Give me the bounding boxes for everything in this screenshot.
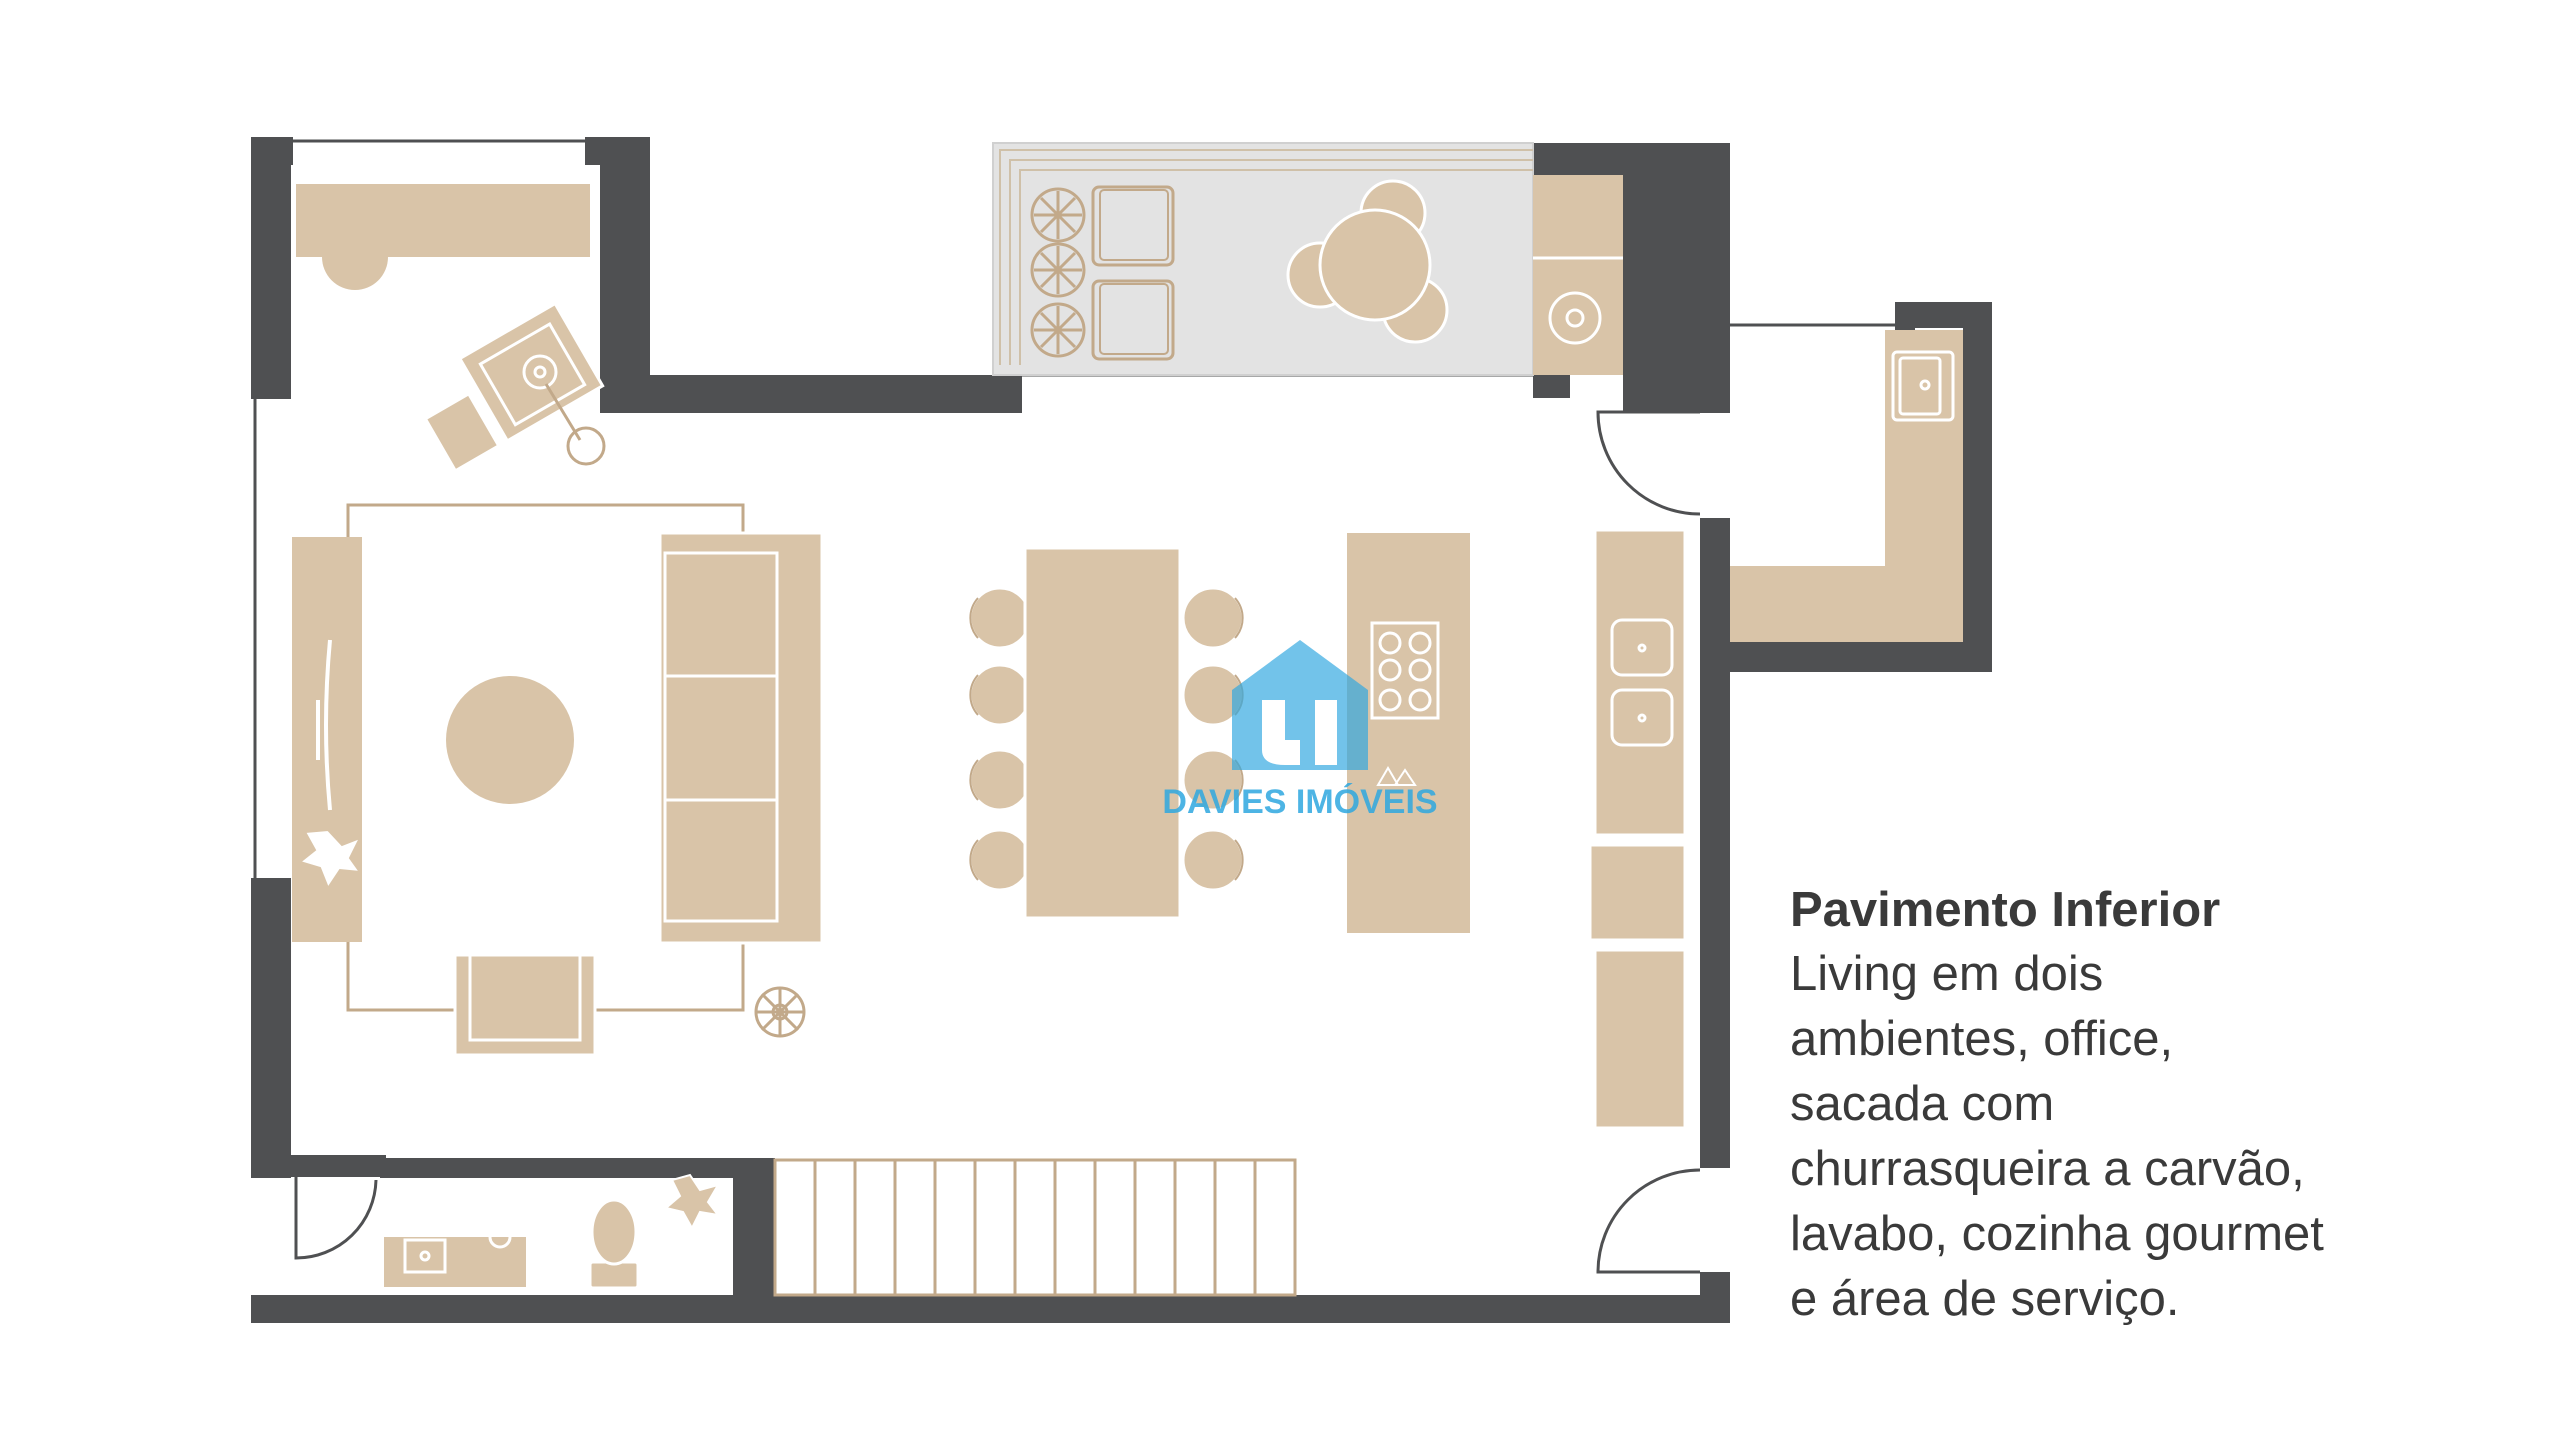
tv-icon	[324, 639, 332, 811]
dining-chair	[968, 586, 1245, 892]
sofa	[658, 531, 824, 945]
door-swing	[1596, 1168, 1701, 1274]
sink-icon	[1610, 618, 1674, 747]
living-room	[292, 503, 824, 1057]
plant-icon	[663, 1173, 721, 1231]
wall-service-west	[1895, 302, 1915, 332]
floor-lamp-icon	[566, 426, 606, 466]
lamp-icon	[522, 354, 558, 390]
round-table	[1286, 179, 1449, 344]
caption-title: Pavimento Inferior	[1790, 883, 2221, 937]
caption-line: churrasqueira a carvão,	[1790, 1142, 2305, 1196]
wall-right-mid	[1700, 518, 1730, 1168]
plant-icon	[297, 828, 363, 891]
balcony-armchair	[1091, 185, 1175, 267]
door-swing	[294, 1177, 378, 1260]
wall-service-east	[1963, 302, 1992, 672]
tall-cabinet	[1593, 948, 1687, 1130]
wall-lavabo-top	[251, 1155, 386, 1177]
fruit-bowl-icon	[1376, 766, 1417, 786]
wall-service-bottom	[1730, 642, 1992, 672]
grill-icon	[1548, 291, 1602, 345]
armchair	[453, 953, 597, 1057]
kitchen-counter	[1593, 528, 1687, 837]
floor-lamp-icon	[754, 986, 806, 1038]
wall-left-upper	[251, 137, 291, 399]
office-desk	[296, 184, 590, 257]
lavabo	[384, 1173, 721, 1290]
caption-line: ambientes, office,	[1790, 1012, 2174, 1066]
logo	[1232, 640, 1368, 770]
bbq-counter	[1533, 175, 1623, 375]
plant-icon	[1030, 187, 1086, 358]
caption-body: Living em dois ambientes, office, sacada…	[1790, 942, 2510, 1332]
wall-bottom	[251, 1295, 1730, 1323]
office-armchair	[423, 301, 605, 473]
wall-right-top-tail	[1700, 300, 1730, 412]
balcony-floor	[992, 142, 1534, 376]
coffee-table	[446, 676, 574, 804]
washbasin-icon	[403, 1225, 512, 1274]
dining-table	[1023, 546, 1182, 920]
laundry-sink-icon	[1891, 350, 1955, 422]
balcony-armchair	[1091, 279, 1175, 361]
caption-line: lavabo, cozinha gourmet	[1790, 1207, 2324, 1261]
wall-lavabo-east	[733, 1158, 775, 1318]
cooktop-icon	[1370, 621, 1440, 720]
wall-lavabo-top-b	[380, 1158, 775, 1178]
kitchen	[1347, 528, 1687, 1130]
toilet-icon	[588, 1198, 640, 1290]
fridge	[1588, 843, 1687, 942]
service-area	[1730, 330, 1963, 642]
caption-line: e área de serviço.	[1790, 1272, 2180, 1326]
caption-line: Living em dois	[1790, 947, 2104, 1001]
office	[296, 184, 606, 473]
dining-area	[968, 546, 1245, 920]
caption-line: sacada com	[1790, 1077, 2055, 1131]
office-stool	[322, 257, 388, 290]
caption: Pavimento Inferior Living em dois ambien…	[1790, 878, 2510, 1332]
balcony	[992, 142, 1623, 376]
doors	[294, 410, 1701, 1274]
door-swing	[1596, 410, 1701, 516]
wall-balcony-south	[600, 375, 1022, 413]
wall-left-lower	[251, 878, 291, 1178]
staircase	[773, 1158, 1297, 1297]
logo-text: DAVIES IMÓVEIS	[1162, 783, 1437, 821]
wall-office-east	[600, 137, 650, 412]
service-counter	[1885, 330, 1963, 642]
